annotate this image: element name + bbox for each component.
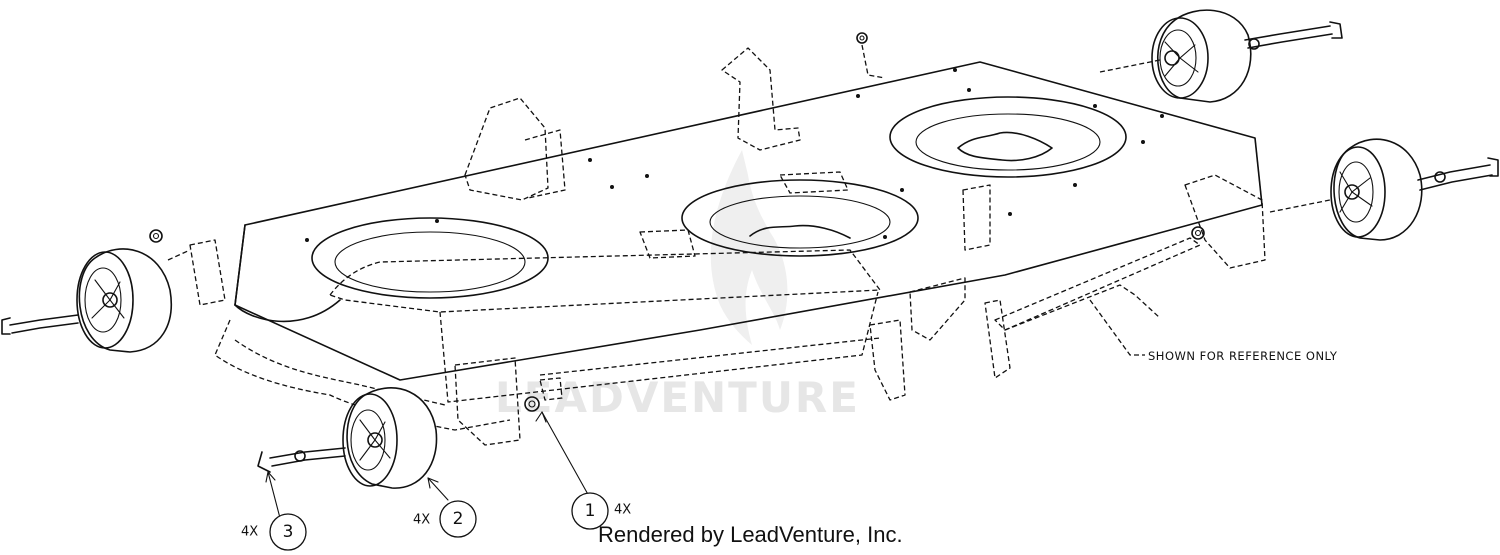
wheel-front-left bbox=[257, 387, 438, 489]
callout-1: 1 4X bbox=[571, 492, 631, 530]
callout-1-number: 1 bbox=[585, 501, 596, 521]
callout-leaders bbox=[265, 411, 591, 519]
callout-3: 3 4X bbox=[241, 513, 307, 551]
callout-3-number: 3 bbox=[283, 522, 294, 542]
footer-credit: Rendered by LeadVenture, Inc. bbox=[598, 522, 903, 547]
callout-1-quantity: 4X bbox=[614, 503, 631, 518]
wheel-front-right bbox=[1269, 138, 1499, 241]
mower-deck bbox=[189, 47, 1266, 446]
reference-note: SHOWN FOR REFERENCE ONLY bbox=[1148, 349, 1338, 363]
wheel-rear-right bbox=[1099, 9, 1343, 103]
callout-2-number: 2 bbox=[453, 509, 464, 529]
callout-3-quantity: 4X bbox=[241, 525, 258, 540]
leadventure-watermark: LEADVENTURE bbox=[495, 150, 860, 422]
wheel-rear-left bbox=[1, 248, 191, 353]
hex-nut-parts bbox=[149, 32, 1205, 412]
callout-2-quantity: 4X bbox=[413, 513, 430, 528]
callout-2: 2 4X bbox=[413, 500, 477, 538]
watermark-text: LEADVENTURE bbox=[495, 373, 860, 422]
